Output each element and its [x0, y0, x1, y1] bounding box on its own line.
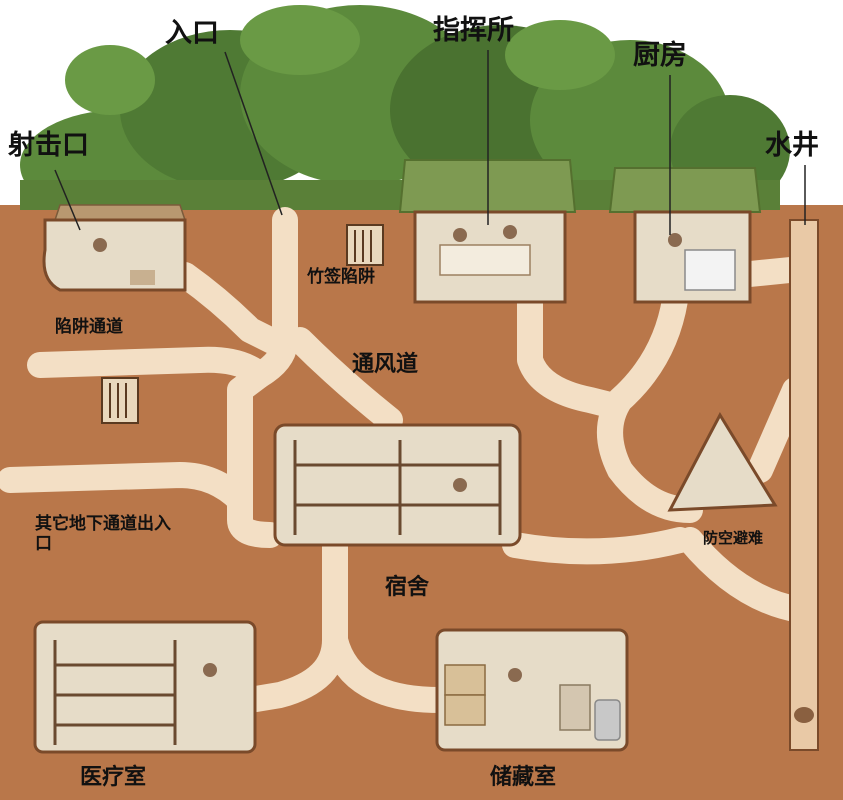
- label-medical-room: 医疗室: [80, 765, 147, 790]
- trap-passage: [27, 346, 273, 388]
- ventilation-tunnel: [287, 327, 403, 433]
- storage-room: [435, 628, 629, 752]
- label-firing-port: 射击口: [8, 130, 89, 161]
- label-air-raid-shelter: 防空避难: [703, 529, 764, 547]
- label-other-exits: 其它地下通道出入口: [35, 514, 171, 554]
- bamboo-trap-pit-2: [101, 377, 139, 424]
- air-raid-shelter-room: [667, 411, 778, 512]
- storage-tunnel: [322, 627, 453, 713]
- pointer-lines: [54, 50, 806, 235]
- command-down-tunnel: [517, 287, 623, 418]
- dormitory-room: [273, 423, 522, 547]
- tunnel-network: [0, 207, 813, 713]
- label-entrance: 入口: [165, 18, 219, 49]
- label-ventilation: 通风道: [352, 352, 419, 377]
- kitchen-hut: [608, 167, 762, 304]
- kitchen-down-tunnel: [597, 287, 703, 523]
- dorm-right-tunnel: [502, 527, 693, 565]
- label-command-post: 指挥所: [433, 15, 514, 46]
- label-kitchen: 厨房: [633, 40, 687, 71]
- medical-room: [33, 620, 257, 754]
- label-dormitory: 宿舍: [385, 575, 430, 600]
- firing-port-tunnel: [172, 262, 293, 358]
- firing-port-room: [42, 204, 187, 292]
- bamboo-trap-pit: [346, 224, 384, 266]
- label-trap-tunnel: 陷阱通道: [55, 317, 123, 337]
- water-well-shaft: [789, 219, 819, 751]
- label-water-well: 水井: [765, 130, 819, 161]
- label-bamboo-trap: 竹签陷阱: [307, 267, 375, 287]
- shelter-tunnel: [677, 527, 813, 623]
- label-storage-room: 储藏室: [490, 765, 557, 790]
- exit-tunnel: [0, 462, 253, 513]
